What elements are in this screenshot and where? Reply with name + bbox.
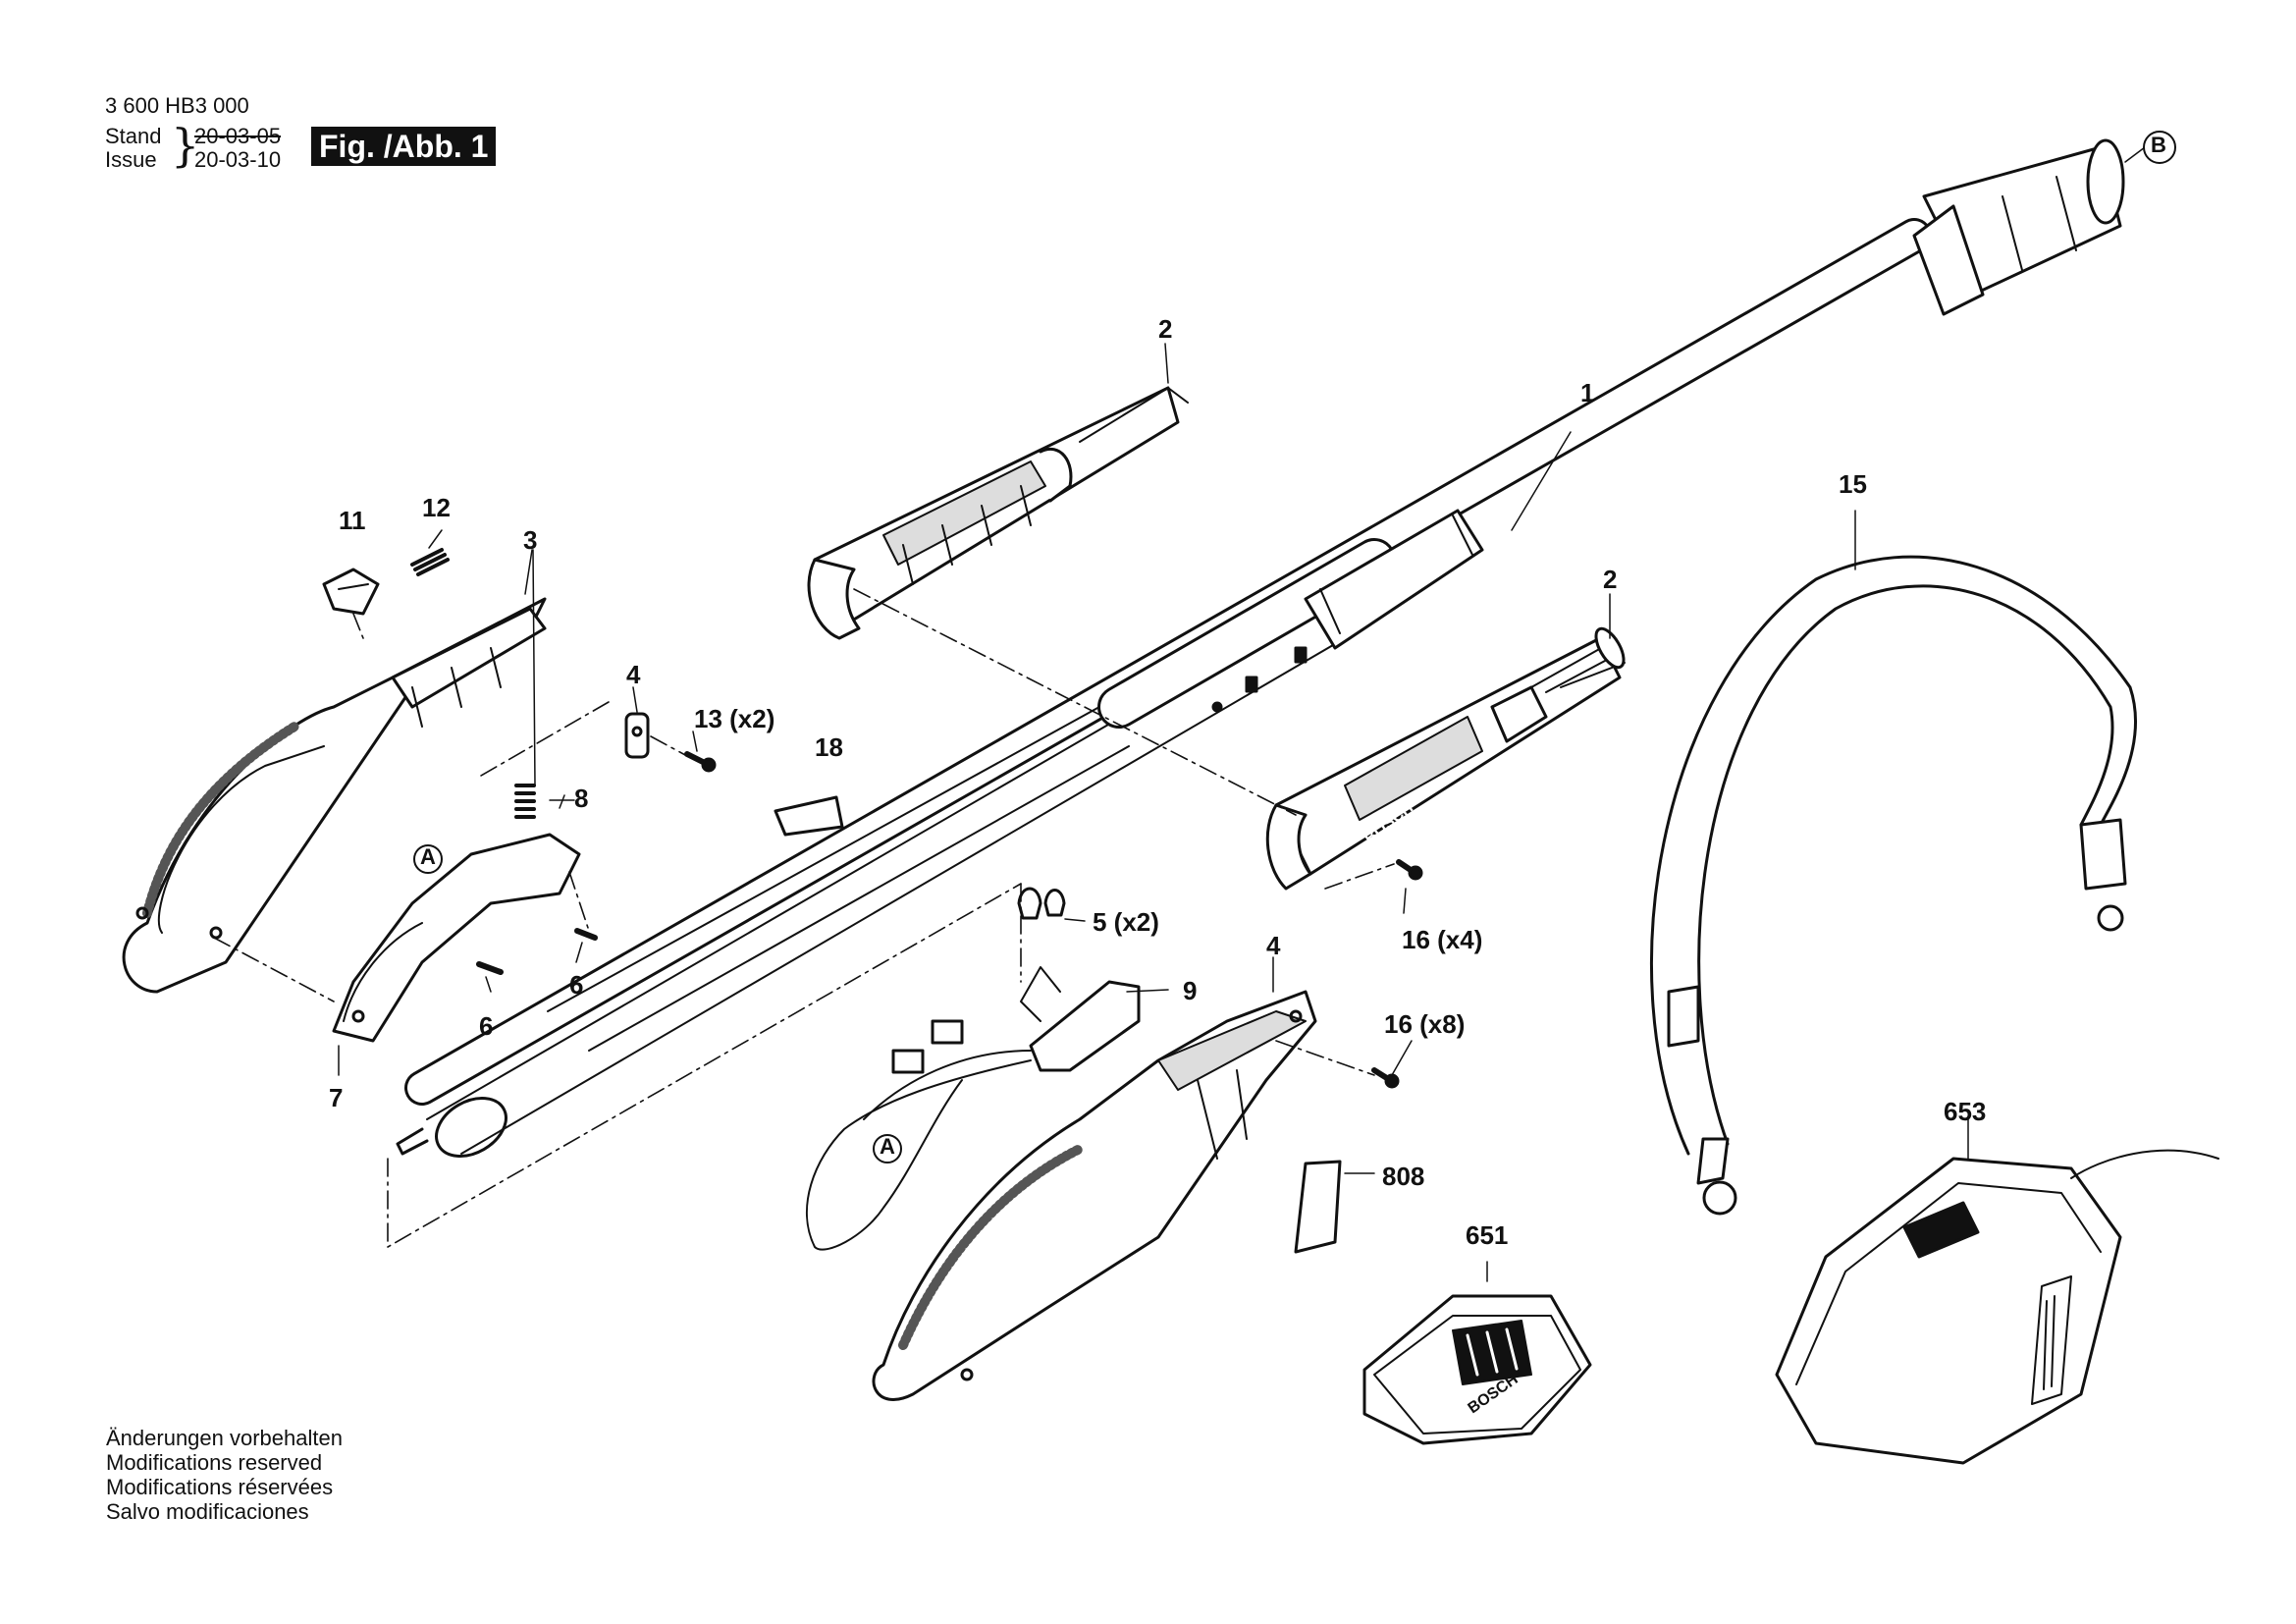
callout-651: 651	[1466, 1220, 1509, 1250]
screws-5	[1017, 887, 1066, 920]
ref-letter-a1: A	[420, 844, 436, 869]
figure-label: Fig. /Abb. 1	[311, 127, 497, 166]
callout-1: 1	[1580, 378, 1595, 407]
callout-8: 8	[574, 784, 589, 813]
footer-notes: Änderungen vorbehalten Modifications res…	[106, 1426, 343, 1524]
callout-13: 13 (x2)	[694, 704, 775, 733]
screw-16-lower	[1371, 1067, 1400, 1089]
callout-4-small: 4	[626, 660, 641, 689]
switch-9	[1020, 966, 1141, 1072]
stand-issue-labels: Stand Issue	[105, 125, 162, 172]
spring-8	[514, 784, 536, 819]
callout-15: 15	[1839, 469, 1867, 499]
handle-right-half	[872, 990, 1317, 1401]
stand-label: Stand	[105, 124, 162, 148]
callout-3: 3	[523, 525, 538, 555]
callout-2-upper: 2	[1158, 314, 1173, 344]
charger	[1775, 1149, 2219, 1465]
callout-808: 808	[1382, 1162, 1425, 1191]
lock-button	[322, 568, 380, 616]
shoulder-strap	[1650, 555, 2137, 1216]
leader-lines	[338, 146, 2146, 1282]
ref-letter-b: B	[2151, 133, 2166, 157]
callout-16-x4: 16 (x4)	[1402, 925, 1483, 954]
pins-6	[476, 928, 598, 975]
ref-circle-b	[2143, 131, 2176, 164]
screw-16-upper	[1396, 859, 1423, 881]
label-808	[1294, 1160, 1342, 1254]
wire-harness	[806, 1019, 1032, 1251]
trigger-7	[332, 833, 581, 1043]
callout-12: 12	[422, 493, 451, 522]
handle-left-half	[122, 597, 547, 994]
callout-2-lower: 2	[1603, 565, 1618, 594]
callout-4-large: 4	[1266, 931, 1281, 960]
ref-circle-a1	[413, 844, 443, 874]
clamp-sleeve-lower	[1265, 626, 1626, 891]
spring-12	[410, 548, 450, 576]
issue-date: 20-03-10	[194, 147, 282, 172]
footer-line-en: Modifications reserved	[106, 1450, 323, 1475]
callout-5: 5 (x2)	[1093, 907, 1159, 937]
assembly-lines	[213, 588, 1395, 1248]
ref-letter-a2: A	[880, 1134, 895, 1159]
callout-9: 9	[1183, 976, 1198, 1005]
footer-line-de: Änderungen vorbehalten	[106, 1426, 343, 1450]
battery-pack	[1362, 1294, 1592, 1445]
callout-653: 653	[1944, 1097, 1987, 1126]
callout-11: 11	[339, 506, 366, 535]
ref-circle-a2	[873, 1134, 902, 1164]
footer-line-fr: Modifications réservées	[106, 1475, 334, 1499]
clamp-sleeve-upper	[807, 386, 1189, 640]
callout-6-right: 6	[569, 970, 584, 1000]
callout-18: 18	[815, 732, 843, 762]
stand-date: 20-03-05	[194, 124, 282, 148]
screw-13	[684, 751, 717, 773]
callout-16-x8: 16 (x8)	[1384, 1009, 1466, 1039]
brace-glyph: }	[171, 119, 200, 172]
footer-line-es: Salvo modificaciones	[106, 1499, 309, 1524]
date-block: 20-03-05 20-03-10	[194, 125, 281, 172]
part-number: 3 600 HB3 000	[105, 93, 249, 118]
callout-6-left: 6	[479, 1011, 494, 1041]
issue-label: Issue	[105, 147, 157, 172]
slider-4	[624, 712, 650, 759]
callout-7: 7	[329, 1083, 344, 1112]
telescopic-shaft	[396, 138, 2125, 1158]
label-18	[774, 795, 844, 837]
